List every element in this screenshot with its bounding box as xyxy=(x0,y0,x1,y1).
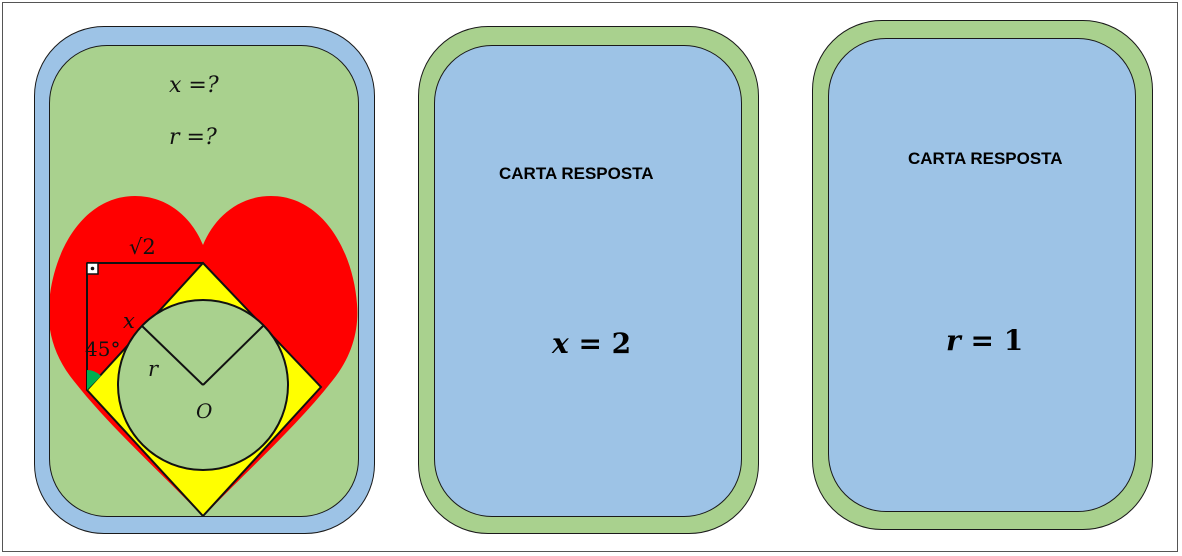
x-label: x xyxy=(123,309,135,333)
answer-r-variable: r xyxy=(946,324,961,357)
answer-x-value: = 2 xyxy=(568,327,632,360)
angle-label: 45° xyxy=(85,337,120,361)
sqrt2-label: √2 xyxy=(129,235,156,259)
radius-right xyxy=(202,325,264,386)
heart-diagram: √2 x 45° r O xyxy=(50,196,358,516)
question-x: x =? xyxy=(169,73,219,98)
answer-card-x-face: CARTA RESPOSTA x = 2 xyxy=(434,45,742,517)
r-label: r xyxy=(148,357,160,381)
carta-resposta-title: CARTA RESPOSTA xyxy=(499,164,654,183)
right-angle-dot xyxy=(90,266,95,271)
answer-x-variable: x xyxy=(552,327,569,360)
answer-x: x = 2 xyxy=(552,327,631,360)
answer-r-value: = 1 xyxy=(960,324,1024,357)
carta-resposta-title: CARTA RESPOSTA xyxy=(908,149,1063,168)
answer-card-r-face: CARTA RESPOSTA r = 1 xyxy=(828,38,1136,512)
radius-left xyxy=(141,325,204,386)
angle-mark xyxy=(87,370,101,390)
answer-r: r = 1 xyxy=(946,324,1023,357)
question-r: r =? xyxy=(169,125,217,150)
question-card-face: x =? r =? √2 x 45° r O xyxy=(49,45,359,517)
center-o-label: O xyxy=(196,399,212,423)
